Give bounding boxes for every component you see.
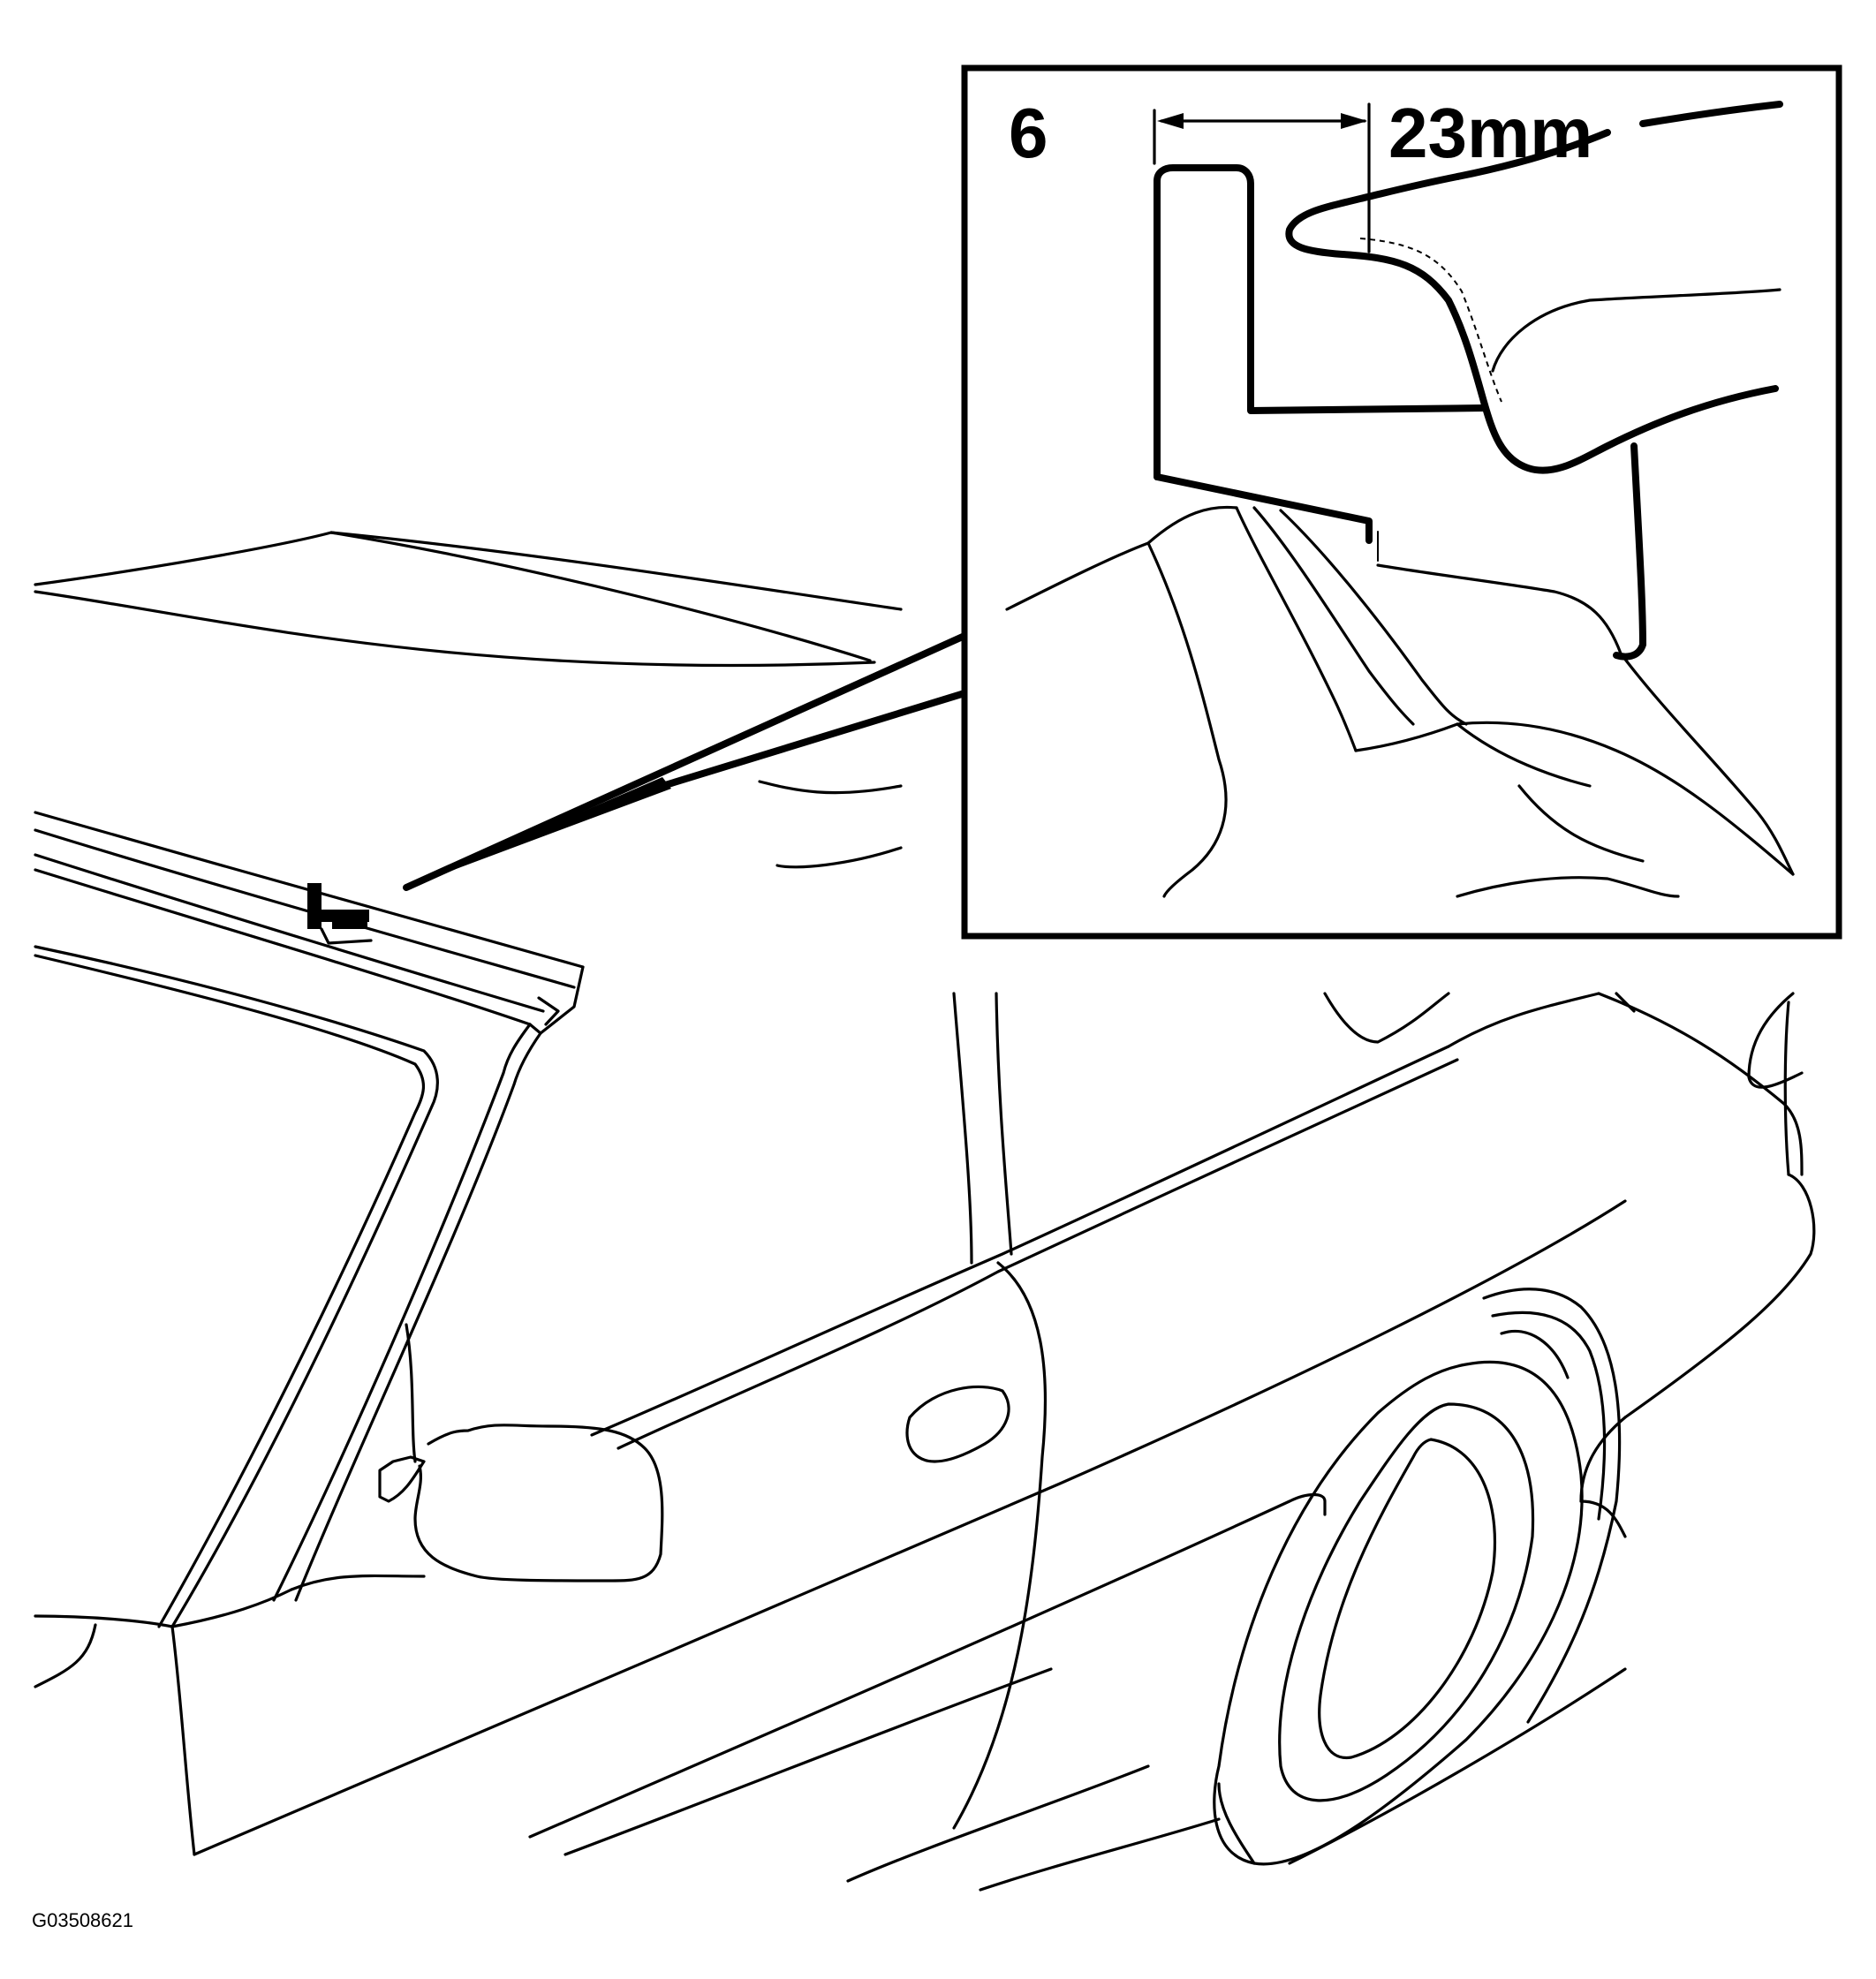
- figure-id: G03508621: [32, 1909, 133, 1931]
- rack-bar-profile: [1285, 129, 1781, 474]
- rear-quarter: [1323, 992, 1816, 1538]
- a-pillar: [34, 945, 542, 1628]
- hood-line: [34, 1574, 426, 1856]
- rack-foot-section: [1154, 164, 1646, 661]
- inset-roof-surface: [1005, 505, 1795, 898]
- dimension-marker: 23mm: [1153, 94, 1783, 253]
- lower-body-lines: [193, 1199, 1627, 1892]
- door-seam: [952, 992, 1048, 1830]
- side-mirror: [378, 1323, 664, 1582]
- inset-frame: [961, 64, 1842, 940]
- callout-pointer: [403, 632, 968, 891]
- car-body-drawing: [34, 531, 1816, 1892]
- rear-wheel: [1213, 1288, 1622, 1866]
- detail-inset: 6 23mm: [961, 64, 1842, 940]
- belt-line: [590, 992, 1804, 1450]
- dimension-label: 23mm: [1388, 94, 1592, 172]
- inset-number: 6: [1009, 94, 1048, 172]
- roof-rack-foot: [307, 883, 373, 945]
- door-handle: [905, 1385, 1010, 1463]
- roof-lines: [34, 531, 903, 869]
